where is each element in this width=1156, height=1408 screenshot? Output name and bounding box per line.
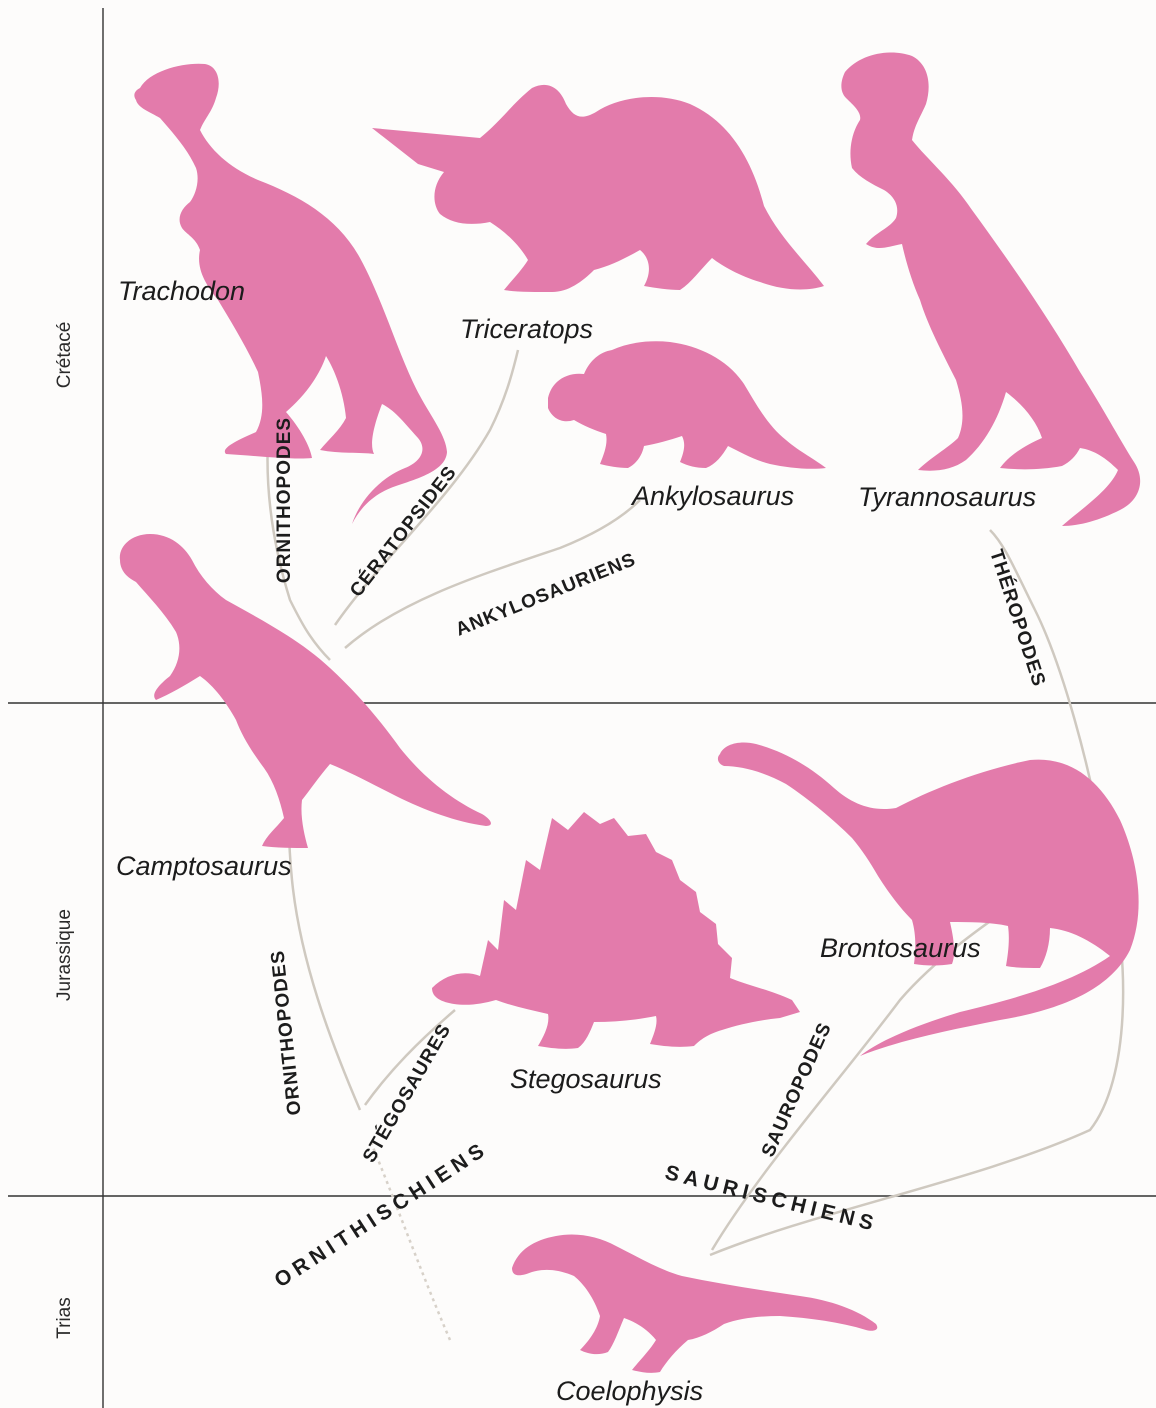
period-label-cretaceous: Crétacé — [54, 322, 75, 389]
group-label-saurischiens: SAURISCHIENS — [663, 1161, 881, 1236]
stegosaurus-silhouette — [432, 812, 800, 1049]
species-label-triceratops: Triceratops — [460, 314, 593, 344]
group-label-sauropodes: SAUROPODES — [758, 1019, 836, 1160]
period-label-jurassic: Jurassique — [54, 909, 75, 1001]
species-label-stegosaurus: Stegosaurus — [510, 1064, 662, 1094]
species-label-brontosaurus: Brontosaurus — [820, 933, 981, 963]
camptosaurus-silhouette — [120, 534, 491, 848]
species-label-tyrannosaurus: Tyrannosaurus — [858, 482, 1036, 512]
group-label-theropodes: THÉROPODES — [985, 547, 1050, 690]
group-label-ornithopodes-lower: ORNITHOPODES — [267, 949, 305, 1116]
species-label-trachodon: Trachodon — [118, 276, 245, 306]
tyrannosaurus-silhouette — [841, 53, 1140, 526]
group-label-ankylosauriens: ANKYLOSAURIENS — [453, 549, 639, 641]
ankylosaurus-silhouette — [548, 341, 826, 469]
species-label-coelophysis: Coelophysis — [556, 1376, 703, 1406]
coelophysis-silhouette — [512, 1234, 877, 1372]
group-label-ornithopodes-upper: ORNITHOPODES — [274, 417, 295, 583]
group-label-ornithischiens: ORNITHISCHIENS — [270, 1137, 492, 1292]
species-label-ankylosaurus: Ankylosaurus — [630, 481, 794, 511]
period-label-triassic: Trias — [54, 1297, 75, 1339]
triceratops-silhouette — [372, 85, 824, 292]
species-label-camptosaurus: Camptosaurus — [116, 851, 292, 881]
